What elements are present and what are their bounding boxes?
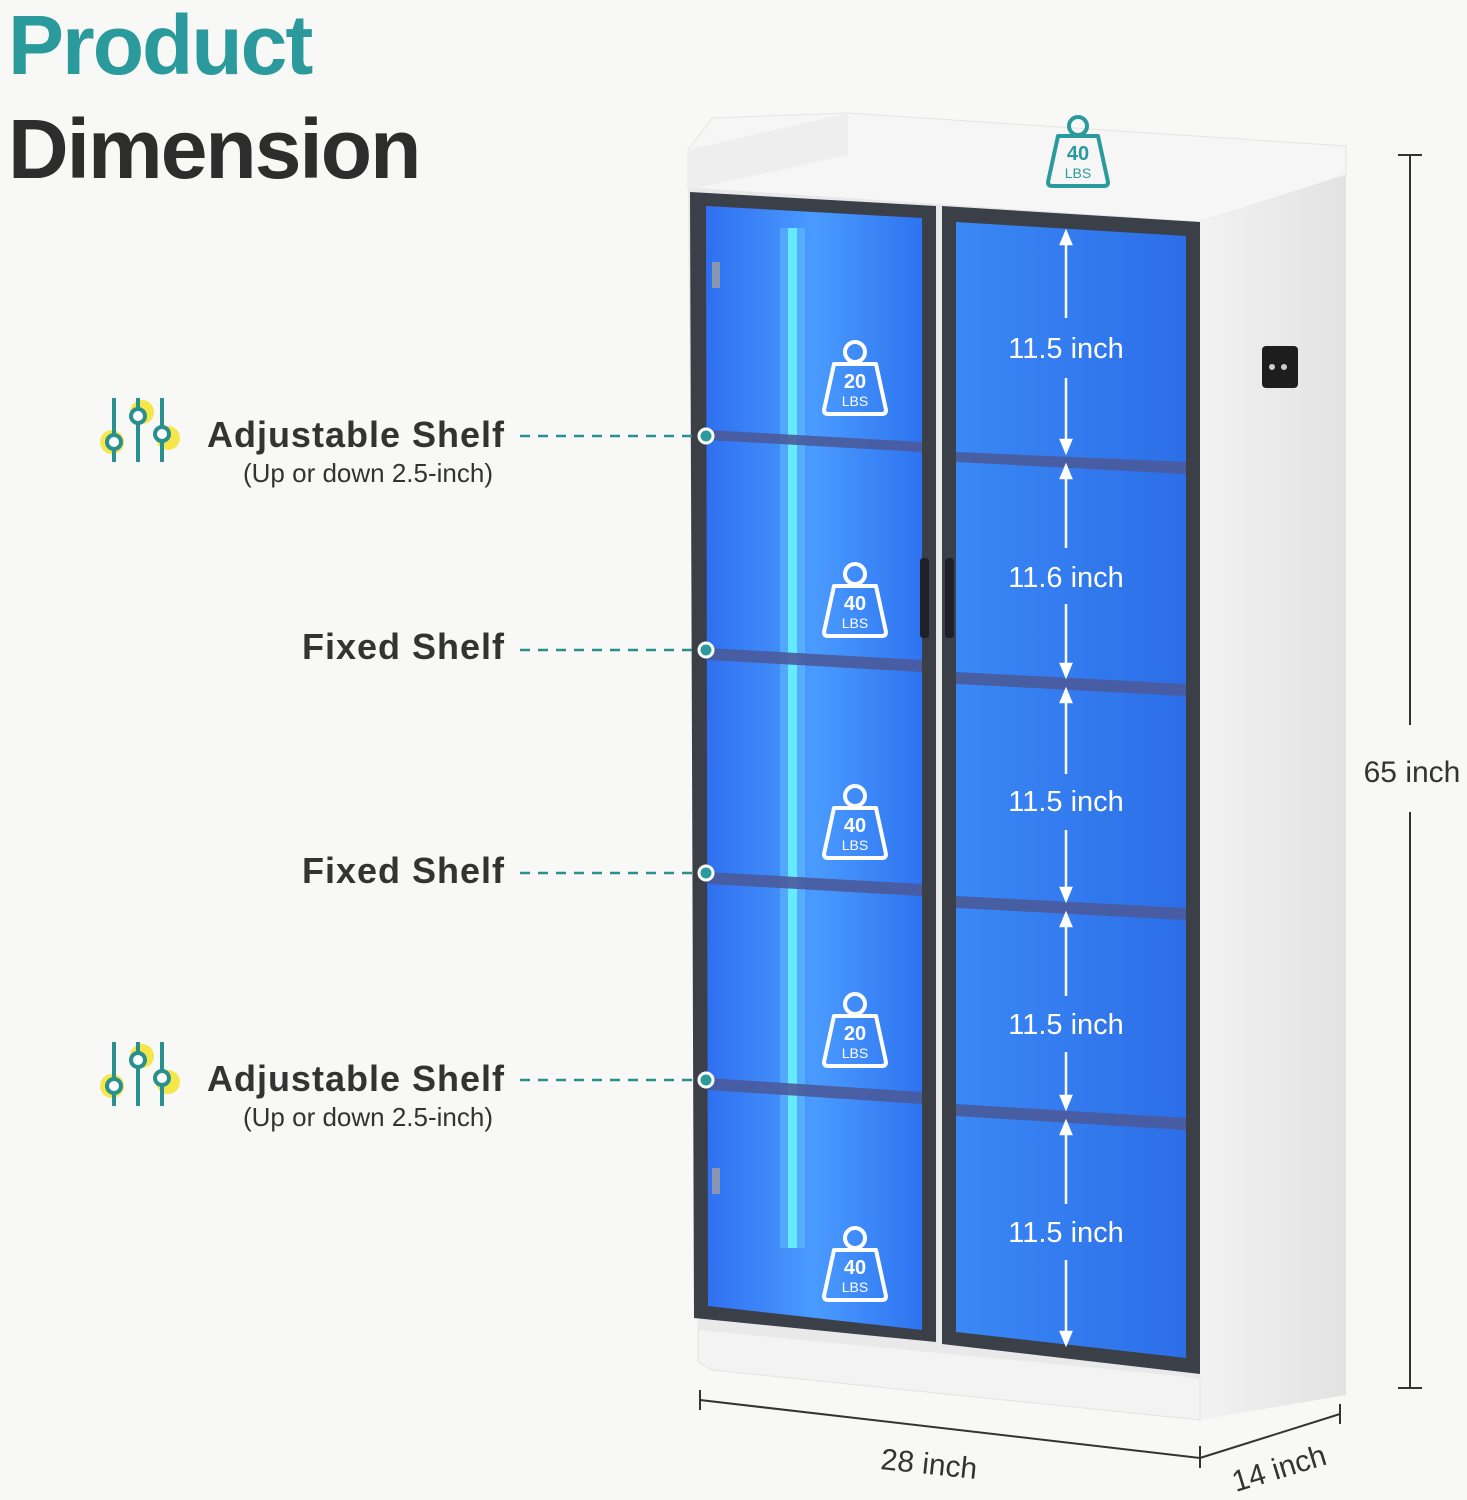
shelf-height-arrows — [1059, 228, 1073, 1348]
callout-fixed-shelf-1: Fixed Shelf — [301, 626, 505, 667]
weight-value-2: 40 — [844, 593, 866, 615]
shelf-height-4: 11.5 inch — [1008, 1009, 1124, 1041]
weight-value-3: 40 — [844, 815, 866, 837]
left-door-glass — [706, 206, 922, 1330]
callout-adjustable-shelf-top-sub: (Up or down 2.5-inch) — [243, 458, 493, 488]
svg-text:40: 40 — [1067, 143, 1089, 165]
weight-unit-3: LBS — [842, 837, 868, 853]
adjust-sliders-icon — [100, 1042, 180, 1106]
shelf-height-3: 11.5 inch — [1008, 786, 1124, 818]
overall-height: 65 inch — [1364, 756, 1461, 789]
shelf-height-2: 11.6 inch — [1008, 562, 1124, 594]
right-handle — [945, 558, 954, 638]
led-strip — [788, 228, 797, 1248]
adjust-sliders-icon — [100, 398, 180, 462]
title-product: Product — [8, 0, 313, 92]
weight-unit-5: LBS — [842, 1279, 868, 1295]
weight-value-1: 20 — [844, 371, 866, 393]
weight-unit-4: LBS — [842, 1045, 868, 1061]
callout-lines — [520, 434, 700, 1082]
shelf-height-5: 11.5 inch — [1008, 1217, 1124, 1249]
weight-unit-1: LBS — [842, 393, 868, 409]
callout-fixed-shelf-2: Fixed Shelf — [301, 850, 505, 891]
weight-icon-top: 40 LBS — [1046, 115, 1110, 188]
dimension-lines — [699, 154, 1422, 1468]
weight-value-4: 20 — [844, 1023, 866, 1045]
callout-dots — [697, 427, 715, 1089]
left-shelves — [708, 430, 922, 1104]
overall-width: 28 inch — [879, 1443, 979, 1486]
callout-adjustable-shelf-bottom: Adjustable Shelf — [206, 1058, 505, 1099]
right-shelves — [956, 452, 1186, 1130]
cabinet-side — [1200, 175, 1346, 1420]
svg-text:LBS: LBS — [1065, 165, 1091, 181]
power-socket — [1262, 346, 1298, 388]
left-handle — [920, 558, 929, 638]
right-door-glass — [956, 222, 1186, 1358]
weight-value-5: 40 — [844, 1257, 866, 1279]
callout-adjustable-shelf-bottom-sub: (Up or down 2.5-inch) — [243, 1102, 493, 1132]
shelf-height-1: 11.5 inch — [1008, 333, 1124, 365]
overall-depth: 14 inch — [1228, 1439, 1330, 1499]
weight-unit-2: LBS — [842, 615, 868, 631]
callout-adjustable-shelf-top: Adjustable Shelf — [206, 414, 505, 455]
title-dimension: Dimension — [8, 102, 421, 196]
